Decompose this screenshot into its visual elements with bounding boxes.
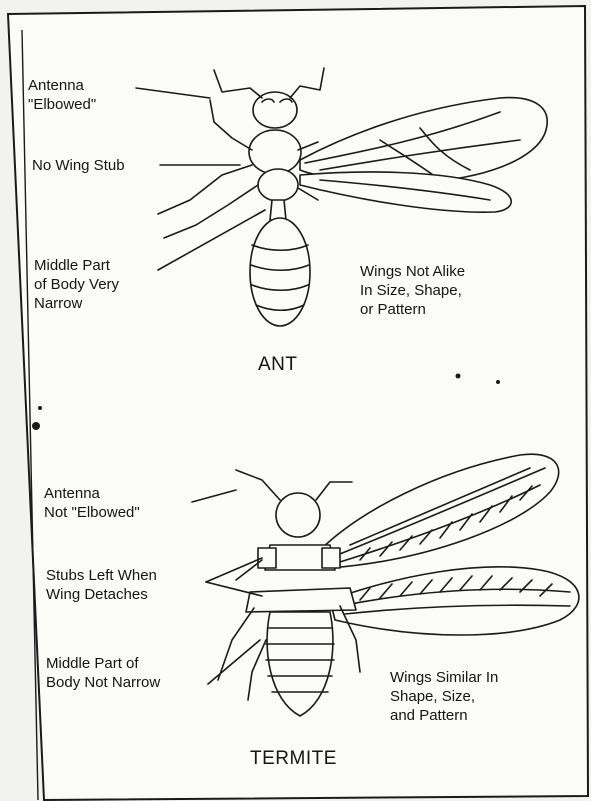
ant-title: ANT — [258, 354, 298, 376]
termite-wing-stub — [322, 548, 340, 568]
termite-title: TERMITE — [250, 748, 337, 770]
termite-head — [276, 493, 320, 537]
ant-thorax-rear — [258, 169, 298, 201]
ant-antenna-label: Antenna "Elbowed" — [28, 76, 96, 114]
ant-wings-label: Wings Not Alike In Size, Shape, or Patte… — [360, 262, 465, 319]
termite-middle-label: Middle Part of Body Not Narrow — [46, 654, 160, 692]
termite-stubs-label: Stubs Left When Wing Detaches — [46, 566, 157, 604]
termite-mesothorax — [246, 588, 356, 612]
ant-wing-stub-label: No Wing Stub — [32, 156, 125, 175]
ant-thorax — [249, 130, 301, 174]
ant-middle-label: Middle Part of Body Very Narrow — [34, 256, 119, 313]
termite-antenna-label: Antenna Not "Elbowed" — [44, 484, 140, 522]
termite-wings-label: Wings Similar In Shape, Size, and Patter… — [390, 668, 498, 725]
ant-waist — [270, 200, 286, 220]
